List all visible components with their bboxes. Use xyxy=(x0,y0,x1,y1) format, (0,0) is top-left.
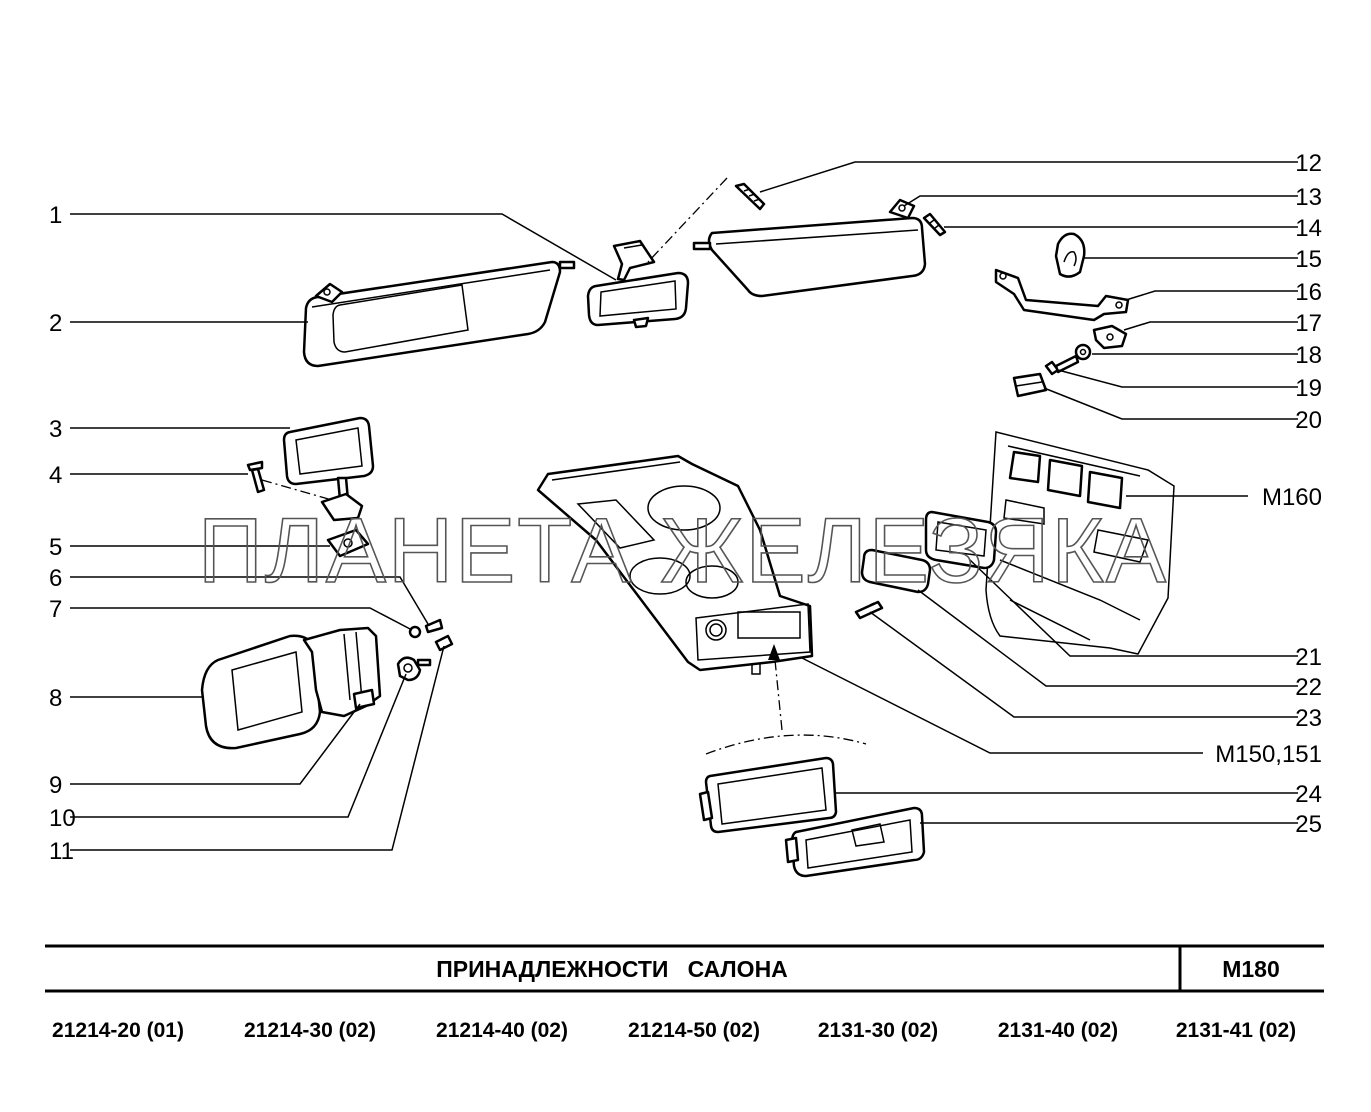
variant-item: 21214-30 (02) xyxy=(244,1019,376,1042)
callout-5: 5 xyxy=(49,534,62,561)
variant-item: 21214-20 (01) xyxy=(52,1019,184,1042)
callout-m160: M160 xyxy=(1262,484,1322,511)
grab-handle xyxy=(994,268,1130,322)
washer xyxy=(1074,343,1092,361)
variant-item: 21214-40 (02) xyxy=(436,1019,568,1042)
callout-numbers: 1 2 3 4 5 6 7 8 9 10 11 12 13 14 15 16 1… xyxy=(49,150,1322,865)
dashboard-panel xyxy=(985,431,1175,655)
part-drawings xyxy=(200,177,1175,878)
rear-view-mirror xyxy=(586,239,690,329)
bolt xyxy=(1044,354,1080,376)
mirror-screw xyxy=(647,177,766,263)
clip xyxy=(1092,324,1128,350)
page-title: ПРИНАДЛЕЖНОСТИ САЛОНА xyxy=(436,956,788,982)
knob xyxy=(396,656,432,682)
callout-9: 9 xyxy=(49,772,62,799)
leader-lines xyxy=(70,161,1298,851)
outside-mirror xyxy=(200,626,382,750)
callout-7: 7 xyxy=(49,596,62,623)
callout-24: 24 xyxy=(1295,781,1322,808)
variant-item: 2131-30 (02) xyxy=(818,1019,938,1042)
callout-25: 25 xyxy=(1295,811,1322,838)
callout-20: 20 xyxy=(1295,407,1322,434)
gasket xyxy=(326,528,370,558)
callout-16: 16 xyxy=(1295,279,1322,306)
callout-4: 4 xyxy=(49,462,62,489)
right-sun-visor xyxy=(692,198,947,298)
callout-8: 8 xyxy=(49,685,62,712)
left-sun-visor xyxy=(302,260,576,368)
cap xyxy=(1012,372,1048,398)
callout-3: 3 xyxy=(49,416,62,443)
coat-hook xyxy=(1054,232,1086,278)
ashtray xyxy=(784,806,926,878)
variant-item: 21214-50 (02) xyxy=(628,1019,760,1042)
callout-14: 14 xyxy=(1295,215,1322,242)
vent-insert xyxy=(860,548,932,594)
callout-10: 10 xyxy=(49,805,76,832)
nut-7 xyxy=(408,625,422,639)
title-block: ПРИНАДЛЕЖНОСТИ САЛОНА M180 xyxy=(45,944,1324,993)
callout-13: 13 xyxy=(1295,184,1322,211)
callout-22: 22 xyxy=(1295,674,1322,701)
screw-6 xyxy=(424,618,444,634)
screw-23 xyxy=(854,600,884,620)
screw-11 xyxy=(434,634,454,652)
watermark-text: ПЛАНЕТА ЖЕЛЕЗЯКА xyxy=(198,500,1168,602)
ashtray-frame xyxy=(698,756,838,834)
callout-11: 11 xyxy=(49,838,74,865)
vanity-mirror xyxy=(261,416,375,522)
callout-12: 12 xyxy=(1295,150,1322,177)
callout-m150-151: M150,151 xyxy=(1215,741,1322,768)
callout-15: 15 xyxy=(1295,246,1322,273)
callout-21: 21 xyxy=(1295,644,1322,671)
center-console xyxy=(536,454,814,675)
page-code: M180 xyxy=(1222,956,1280,982)
callout-2: 2 xyxy=(49,310,62,337)
variant-item: 2131-40 (02) xyxy=(998,1019,1118,1042)
insertion-arrow xyxy=(705,644,867,755)
vent-housing xyxy=(924,510,998,570)
variant-item: 2131-41 (02) xyxy=(1176,1019,1296,1042)
callout-6: 6 xyxy=(49,565,62,592)
callout-17: 17 xyxy=(1295,310,1322,337)
callout-1: 1 xyxy=(49,202,62,229)
callout-18: 18 xyxy=(1295,342,1322,369)
model-variants: 21214-20 (01) 21214-30 (02) 21214-40 (02… xyxy=(52,1019,1296,1042)
callout-19: 19 xyxy=(1295,375,1322,402)
screw-4 xyxy=(246,460,266,494)
callout-23: 23 xyxy=(1295,705,1322,732)
